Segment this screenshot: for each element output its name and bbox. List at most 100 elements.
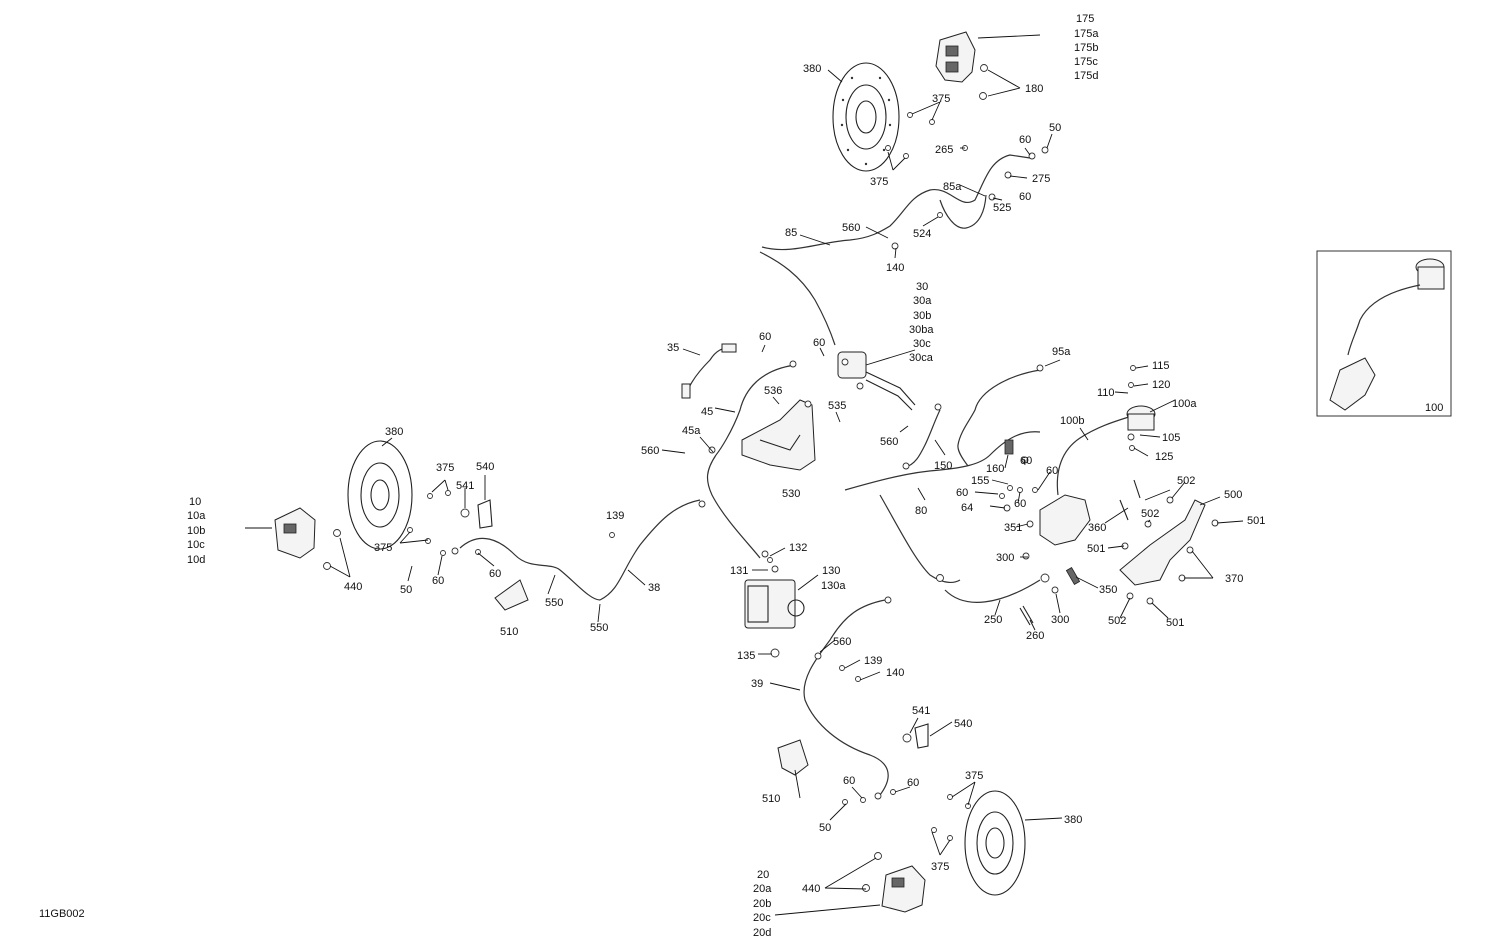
label-501-b: 501 — [1087, 543, 1105, 555]
label-524: 524 — [913, 228, 931, 240]
label-380-left: 380 — [385, 426, 403, 438]
label-375-top-a: 375 — [932, 93, 950, 105]
label-10d: 10d — [187, 554, 205, 566]
label-260: 260 — [1026, 630, 1044, 642]
label-501-c: 501 — [1166, 617, 1184, 629]
label-10b: 10b — [187, 525, 205, 537]
label-105: 105 — [1162, 432, 1180, 444]
label-440-low: 440 — [802, 883, 820, 895]
label-50-low: 50 — [819, 822, 831, 834]
hose-39 — [803, 596, 929, 805]
label-120: 120 — [1152, 379, 1170, 391]
label-100b: 100b — [1060, 415, 1084, 427]
label-375-top-b: 375 — [870, 176, 888, 188]
label-130: 130 — [822, 565, 840, 577]
inset-reservoir-detail — [1316, 250, 1452, 417]
label-20a: 20a — [753, 883, 772, 895]
label-30b: 30b — [913, 310, 931, 322]
label-540-low: 540 — [954, 718, 972, 730]
label-550-a: 550 — [545, 597, 563, 609]
label-30a: 30a — [913, 295, 932, 307]
label-60-top-b: 60 — [1019, 191, 1031, 203]
label-540-left: 540 — [476, 461, 494, 473]
label-115: 115 — [1152, 360, 1170, 372]
label-375-bottom-a: 375 — [965, 770, 983, 782]
drawing-id: 11GB002 — [39, 908, 85, 920]
label-100a: 100a — [1172, 398, 1197, 410]
label-510-low: 510 — [762, 793, 780, 805]
label-20: 20 — [757, 869, 769, 881]
label-550-b: 550 — [590, 622, 608, 634]
label-510-left: 510 — [500, 626, 518, 638]
label-560-mid: 560 — [641, 445, 659, 457]
label-139-low: 139 — [864, 655, 882, 667]
label-20d: 20d — [753, 927, 771, 939]
label-180: 180 — [1025, 83, 1043, 95]
label-85a: 85a — [943, 181, 962, 193]
label-80: 80 — [915, 505, 927, 517]
label-45a: 45a — [682, 425, 701, 437]
label-10: 10 — [189, 496, 201, 508]
label-50-left: 50 — [400, 584, 412, 596]
label-300-b: 300 — [1051, 614, 1069, 626]
label-60-left-a: 60 — [432, 575, 444, 587]
label-500: 500 — [1224, 489, 1242, 501]
label-380-top: 380 — [803, 63, 821, 75]
label-132: 132 — [789, 542, 807, 554]
label-110: 110 — [1097, 387, 1115, 399]
label-150: 150 — [934, 460, 952, 472]
master-cylinder — [837, 351, 916, 411]
label-60-low-a: 60 — [843, 775, 855, 787]
label-535: 535 — [828, 400, 846, 412]
label-560-top: 560 — [842, 222, 860, 234]
label-351: 351 — [1004, 522, 1022, 534]
caliper-front-left — [274, 507, 341, 570]
brake-disc-top — [832, 62, 900, 172]
label-350: 350 — [1099, 584, 1117, 596]
rear-master-cylinder — [1039, 365, 1156, 546]
label-10c: 10c — [187, 539, 205, 551]
label-60-right-b: 60 — [1046, 465, 1058, 477]
label-536: 536 — [764, 385, 782, 397]
label-60-low-b: 60 — [907, 777, 919, 789]
label-131: 131 — [730, 565, 748, 577]
label-60-top-a: 60 — [1019, 134, 1031, 146]
label-525: 525 — [993, 202, 1011, 214]
label-360: 360 — [1088, 522, 1106, 534]
label-541-low: 541 — [912, 705, 930, 717]
leader-lines — [245, 34, 1244, 916]
label-140-low: 140 — [886, 667, 904, 679]
brake-disc-left — [347, 440, 413, 550]
bracket-510-left — [494, 579, 529, 611]
label-175b: 175b — [1074, 42, 1098, 54]
label-175: 175 — [1076, 13, 1094, 25]
label-502-b: 502 — [1141, 508, 1159, 520]
label-60-right-a: 60 — [1020, 455, 1032, 467]
label-20c: 20c — [753, 912, 771, 924]
wheel-speed-sensor — [681, 343, 737, 399]
label-275: 275 — [1032, 173, 1050, 185]
label-502-c: 502 — [1108, 615, 1126, 627]
label-139-mid: 139 — [606, 510, 624, 522]
label-175a: 175a — [1074, 28, 1099, 40]
hose-38 — [407, 490, 706, 601]
label-380-bottom: 380 — [1064, 814, 1082, 826]
label-60-right-c: 60 — [956, 487, 968, 499]
label-60-left-b: 60 — [489, 568, 501, 580]
label-160: 160 — [986, 463, 1004, 475]
brake-disc-bottom — [931, 790, 1026, 896]
label-155: 155 — [971, 475, 989, 487]
label-39: 39 — [751, 678, 763, 690]
label-38: 38 — [648, 582, 660, 594]
label-60-right-d: 60 — [1014, 498, 1026, 510]
label-64: 64 — [961, 502, 973, 514]
hose-85-assembly — [759, 112, 1049, 346]
label-30: 30 — [916, 281, 928, 293]
label-35: 35 — [667, 342, 679, 354]
label-45: 45 — [701, 406, 713, 418]
label-502-a: 502 — [1177, 475, 1195, 487]
abs-module — [744, 557, 805, 658]
label-375-left-b: 375 — [374, 542, 392, 554]
label-175d: 175d — [1074, 70, 1098, 82]
label-20b: 20b — [753, 898, 771, 910]
